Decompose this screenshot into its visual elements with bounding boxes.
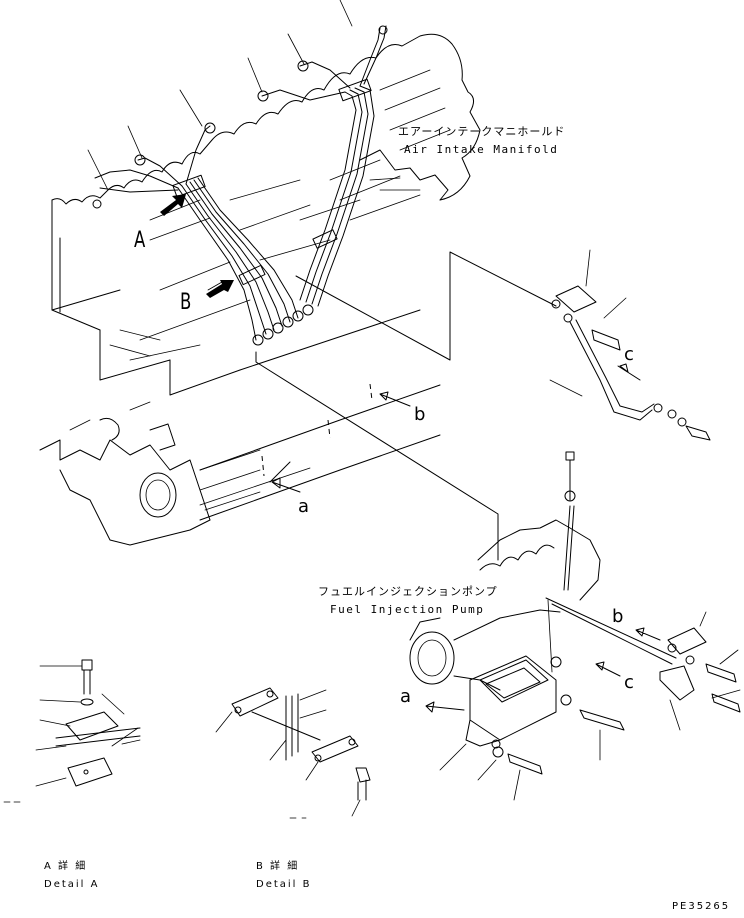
detail-a-title-jp: A 詳 細 — [44, 861, 88, 872]
bracket-c-assembly — [549, 249, 711, 441]
engine-block — [39, 33, 481, 546]
manifold-label-en: Air Intake Manifold — [404, 143, 559, 156]
detail-a-title-en: Detail A — [44, 879, 100, 890]
part-code: PE35265 — [672, 901, 731, 912]
view-arrows — [160, 194, 234, 298]
detail-b-title-jp: B 詳 細 — [256, 861, 300, 872]
ref-b-pump: b — [612, 606, 624, 627]
ref-arrows — [271, 391, 411, 493]
view-b-label: B — [180, 290, 192, 315]
injection-tubes — [87, 0, 388, 346]
detail-a-drawing — [3, 659, 141, 803]
ref-a-engine: a — [298, 496, 310, 517]
ref-a-pump: a — [400, 686, 412, 707]
detail-b-drawing — [215, 687, 371, 819]
fuel-injection-pump — [409, 451, 741, 801]
ref-b-engine: b — [414, 404, 426, 425]
pump-label-jp: フュエルインジェクションポンプ — [318, 585, 498, 598]
detail-b-title-en: Detail B — [256, 879, 312, 890]
connection-lines — [255, 251, 557, 561]
manifold-label-jp: エアーインテークマニホールド — [398, 125, 566, 138]
ref-c-bracket: c — [624, 344, 634, 365]
view-a-label: A — [134, 228, 146, 253]
ref-c-pump: c — [624, 672, 634, 693]
pump-label-en: Fuel Injection Pump — [330, 603, 485, 616]
